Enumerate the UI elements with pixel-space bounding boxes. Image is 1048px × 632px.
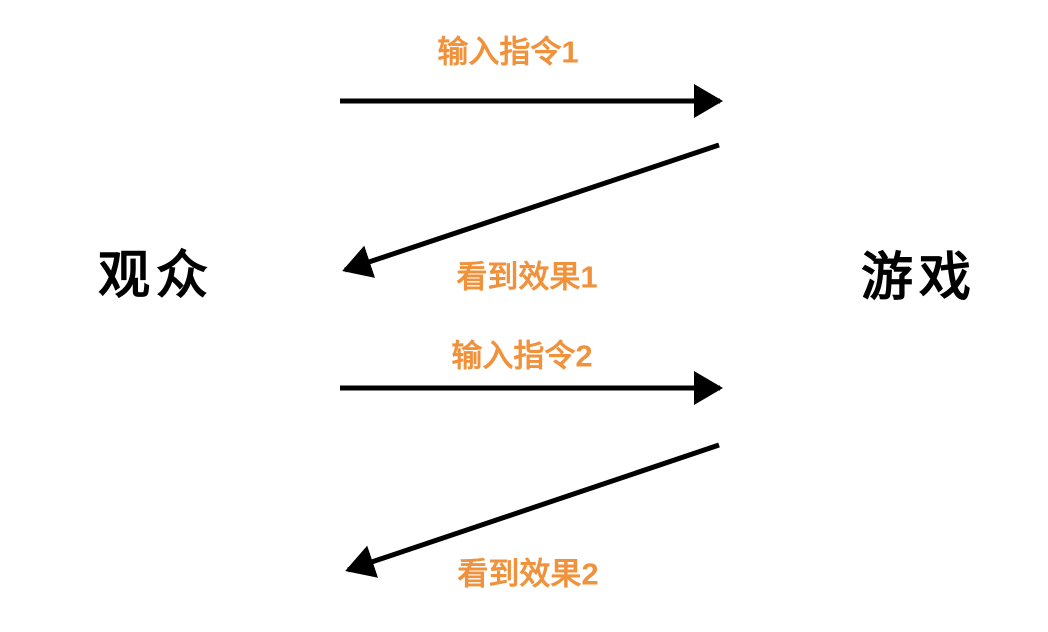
message-label-input-command-2: 输入指令2 [451, 338, 593, 374]
actor-audience-label: 观众 [97, 247, 215, 305]
message-label-input-command-1: 输入指令1 [437, 34, 579, 70]
arrow-see-effect-2-left [345, 442, 720, 578]
actor-game-label: 游戏 [860, 249, 978, 307]
message-label-see-effect-1: 看到效果1 [456, 259, 598, 295]
message-label-see-effect-2: 看到效果2 [457, 556, 599, 592]
arrow-see-effect-1-left [342, 142, 720, 278]
